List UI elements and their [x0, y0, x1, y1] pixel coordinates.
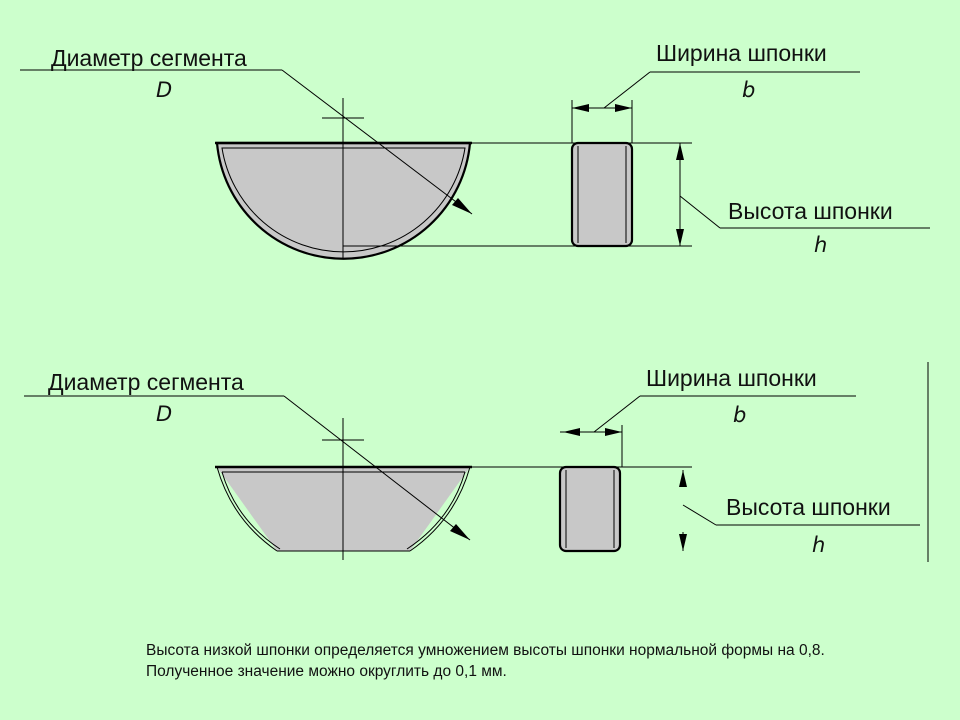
- bottom-segment-inner-right: [406, 471, 466, 550]
- bottom-width-symbol: b: [733, 403, 746, 427]
- caption-text: Высота низкой шпонки определяется умноже…: [146, 642, 825, 680]
- top-height-leader: [679, 195, 721, 229]
- bottom-segment-inner-left: [221, 471, 281, 550]
- top-diameter-symbol: D: [156, 78, 172, 102]
- top-height-symbol: h: [814, 233, 827, 257]
- bottom-height-arrow-down: [679, 534, 687, 551]
- bottom-width-arrow-right: [605, 428, 622, 436]
- bottom-height-leader: [682, 504, 717, 526]
- bottom-key-side-view: [558, 465, 622, 553]
- bottom-width-arrow-left: [563, 428, 580, 436]
- top-height-arrow-down: [676, 229, 684, 246]
- top-width-symbol: b: [742, 78, 755, 102]
- top-width-arrow-left: [572, 104, 589, 112]
- bottom-segment-left-arc: [216, 466, 278, 552]
- bottom-height-symbol: h: [812, 533, 825, 557]
- top-width-leader: [603, 71, 651, 109]
- top-diameter-arrow: [452, 198, 472, 214]
- top-diameter-label: Диаметр сегмента: [51, 45, 247, 71]
- bottom-height-label: Высота шпонки: [726, 494, 891, 520]
- top-height-arrow-up: [676, 143, 684, 160]
- bottom-height-arrow-up: [679, 470, 687, 487]
- bottom-diameter-arrow: [450, 524, 470, 540]
- top-diameter-leader: [281, 69, 473, 215]
- top-width-label: Ширина шпонки: [656, 40, 827, 66]
- top-key-side-view: [570, 141, 634, 248]
- bottom-diameter-label: Диаметр сегмента: [48, 369, 244, 395]
- bottom-diameter-symbol: D: [156, 402, 172, 426]
- bottom-figure: Диаметр сегмента D Ширина шпонки b Высот…: [24, 362, 929, 562]
- top-width-arrow-right: [615, 104, 632, 112]
- bottom-width-label: Ширина шпонки: [646, 365, 817, 391]
- bottom-diameter-leader: [283, 395, 471, 541]
- bottom-width-leader: [593, 395, 641, 433]
- top-segment-inner-edge: [221, 147, 466, 253]
- bottom-segment-right-arc: [409, 466, 471, 552]
- top-height-label: Высота шпонки: [728, 198, 893, 224]
- top-figure: Диаметр сегмента D Ширина шпонки b Высот…: [20, 40, 930, 260]
